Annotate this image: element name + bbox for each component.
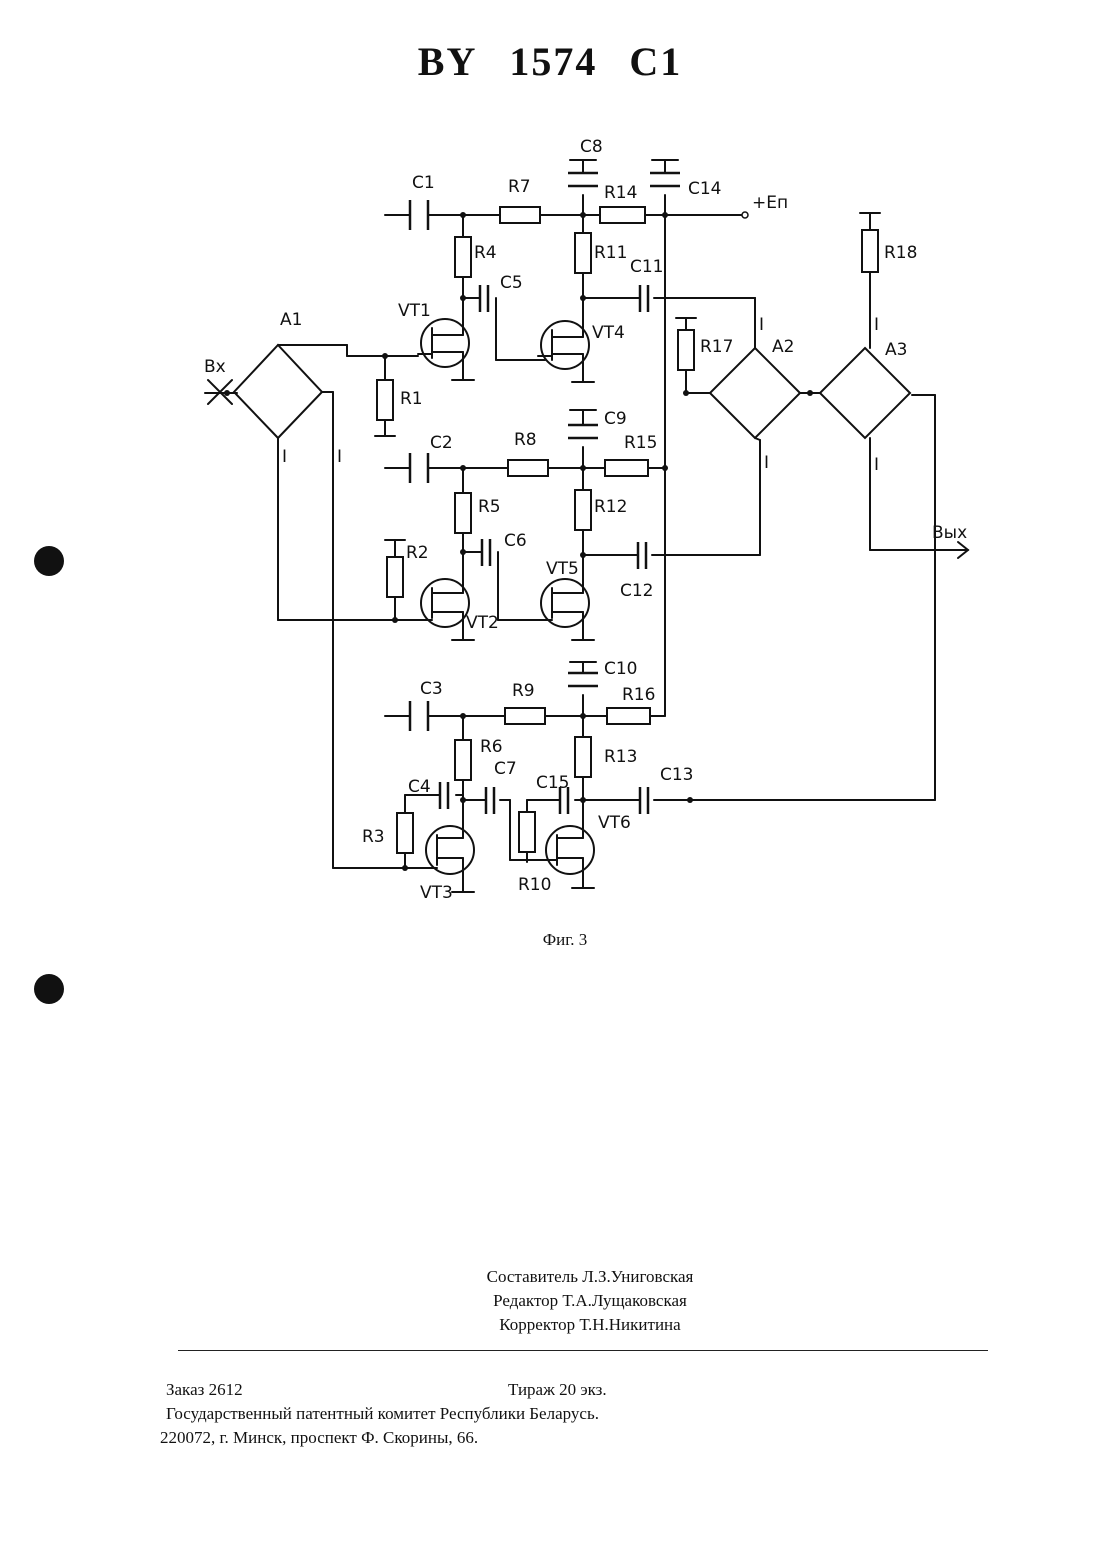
label-R8: R8 [514,430,537,450]
publisher: Государственный патентный комитет Респуб… [160,1402,607,1426]
label-A3: A3 [885,340,907,360]
publisher-address: 220072, г. Минск, проспект Ф. Скорины, 6… [160,1426,607,1450]
label-C10: C10 [604,659,638,679]
label-VT5: VT5 [546,559,579,579]
separator-line [178,1350,988,1351]
label-C1: C1 [412,173,435,193]
label-C11: C11 [630,257,664,277]
circuit-schematic: C1 R7 C8 R14 C14 +Eп R4 R11 C5 C11 R18 V… [0,0,1100,960]
label-R15: R15 [624,433,657,453]
imprint-block: Заказ 2612Тираж 20 экз. Государственный … [160,1378,607,1450]
label-R5: R5 [478,497,501,517]
editor-credit: Редактор Т.А.Лущаковская [420,1289,760,1313]
label-C15: C15 [536,773,570,793]
label-C7: C7 [494,759,517,779]
label-C14: C14 [688,179,722,199]
label-R4: R4 [474,243,497,263]
label-R16: R16 [622,685,655,705]
label-C8: C8 [580,137,603,157]
order-number: Заказ 2612 [160,1378,508,1402]
label-I-A2-bottom: I [764,453,769,473]
label-C3: C3 [420,679,443,699]
label-R13: R13 [604,747,637,767]
label-C6: C6 [504,531,527,551]
label-C13: C13 [660,765,694,785]
label-C5: C5 [500,273,523,293]
label-A2: A2 [772,337,794,357]
label-C2: C2 [430,433,453,453]
label-I-A3-bottom: I [874,455,879,475]
label-output: Bыx [932,523,967,543]
label-VT6: VT6 [598,813,631,833]
circulation: Тираж 20 экз. [508,1380,607,1399]
label-R12: R12 [594,497,627,517]
label-R1: R1 [400,389,423,409]
label-C9: C9 [604,409,627,429]
label-R3: R3 [362,827,385,847]
label-R11: R11 [594,243,627,263]
label-R14: R14 [604,183,637,203]
credits-block: Составитель Л.З.Униговская Редактор Т.А.… [420,1265,760,1337]
label-R7: R7 [508,177,531,197]
label-I-A1-left: I [282,447,287,467]
label-R18: R18 [884,243,917,263]
compiler-credit: Составитель Л.З.Униговская [420,1265,760,1289]
label-R17: R17 [700,337,733,357]
label-I-A2-top: I [759,315,764,335]
label-VT1: VT1 [398,301,431,321]
punch-hole-lower [34,974,64,1004]
figure-caption: Фиг. 3 [0,930,1100,950]
label-R10: R10 [518,875,551,895]
label-input: Bx [204,357,226,377]
label-A1: A1 [280,310,302,330]
label-C4: C4 [408,777,431,797]
label-R2: R2 [406,543,429,563]
label-I-A1-right: I [337,447,342,467]
label-R9: R9 [512,681,535,701]
label-supply: +Eп [752,193,788,213]
label-I-A3-top: I [874,315,879,335]
label-VT3: VT3 [420,883,453,903]
label-C12: C12 [620,581,654,601]
label-VT2: VT2 [466,613,499,633]
label-R6: R6 [480,737,503,757]
label-VT4: VT4 [592,323,625,343]
proofreader-credit: Корректор Т.Н.Никитина [420,1313,760,1337]
